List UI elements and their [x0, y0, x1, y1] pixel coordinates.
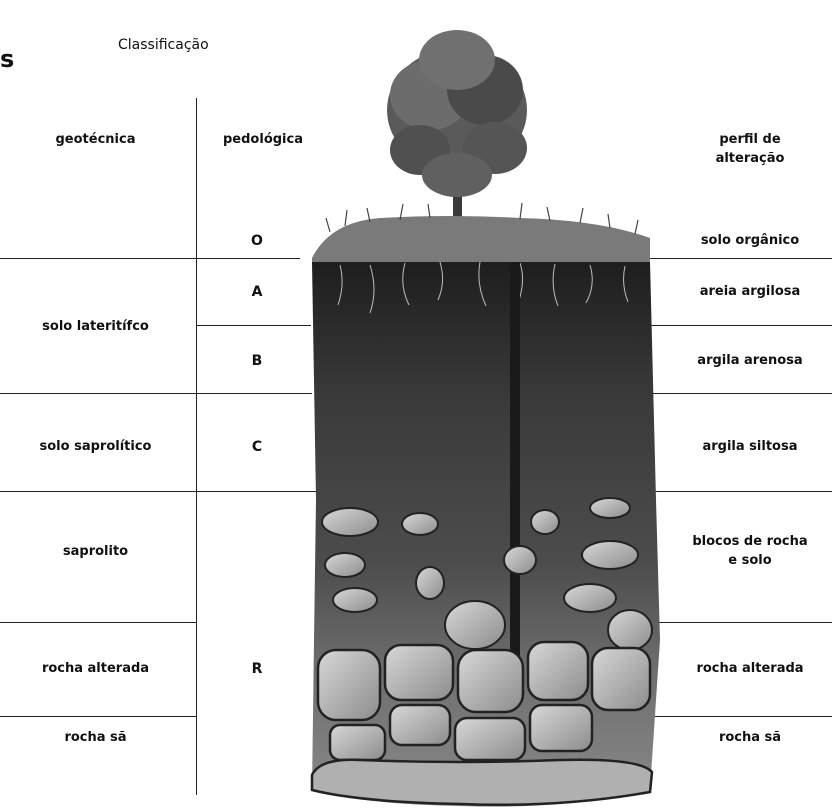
left-divider-5	[0, 716, 196, 717]
right-divider-3	[650, 393, 832, 394]
left-divider-2	[0, 393, 312, 394]
classification-title: Classificação	[118, 36, 209, 54]
cropped-letter: s	[0, 50, 14, 68]
horizon-b: B	[232, 352, 282, 370]
horizon-r: R	[232, 660, 282, 678]
tree-icon	[387, 30, 527, 230]
horizon-c: C	[232, 438, 282, 456]
soil-profile-illustration	[280, 0, 670, 811]
horizon-o: O	[232, 232, 282, 250]
profile-solo-organico: solo orgânico	[670, 232, 830, 250]
geotech-rocha-alterada: rocha alterada	[8, 660, 183, 678]
right-divider-1	[650, 258, 832, 259]
header-perfil-line1: perfil de	[670, 131, 830, 149]
left-divider-4	[0, 622, 196, 623]
geotech-rocha-sa: rocha sã	[8, 729, 183, 747]
grass-layer	[312, 216, 650, 262]
header-geotecnica: geotécnica	[8, 131, 183, 149]
geotech-solo-lateritico: solo lateritífco	[8, 318, 183, 336]
left-divider-3	[0, 491, 316, 492]
right-divider-2	[650, 325, 832, 326]
profile-argila-siltosa: argila siltosa	[670, 438, 830, 456]
profile-blocos-line2: e solo	[670, 552, 830, 570]
profile-rocha-alterada: rocha alterada	[670, 660, 830, 678]
profile-blocos-line1: blocos de rocha	[670, 533, 830, 551]
column-divider	[196, 98, 197, 795]
horizon-a: A	[232, 283, 282, 301]
geotech-saprolito: saprolito	[8, 543, 183, 561]
taproot	[510, 262, 520, 682]
right-divider-6	[655, 716, 832, 717]
right-divider-5	[655, 622, 832, 623]
bedrock	[312, 760, 652, 805]
header-perfil-line2: alteração	[670, 150, 830, 168]
profile-rocha-sa: rocha sã	[670, 729, 830, 747]
geotech-solo-saprolitico: solo saprolítico	[8, 438, 183, 456]
right-divider-4	[650, 491, 832, 492]
profile-argila-arenosa: argila arenosa	[670, 352, 830, 370]
profile-areia-argilosa: areia argilosa	[670, 283, 830, 301]
left-divider-1	[0, 258, 300, 259]
